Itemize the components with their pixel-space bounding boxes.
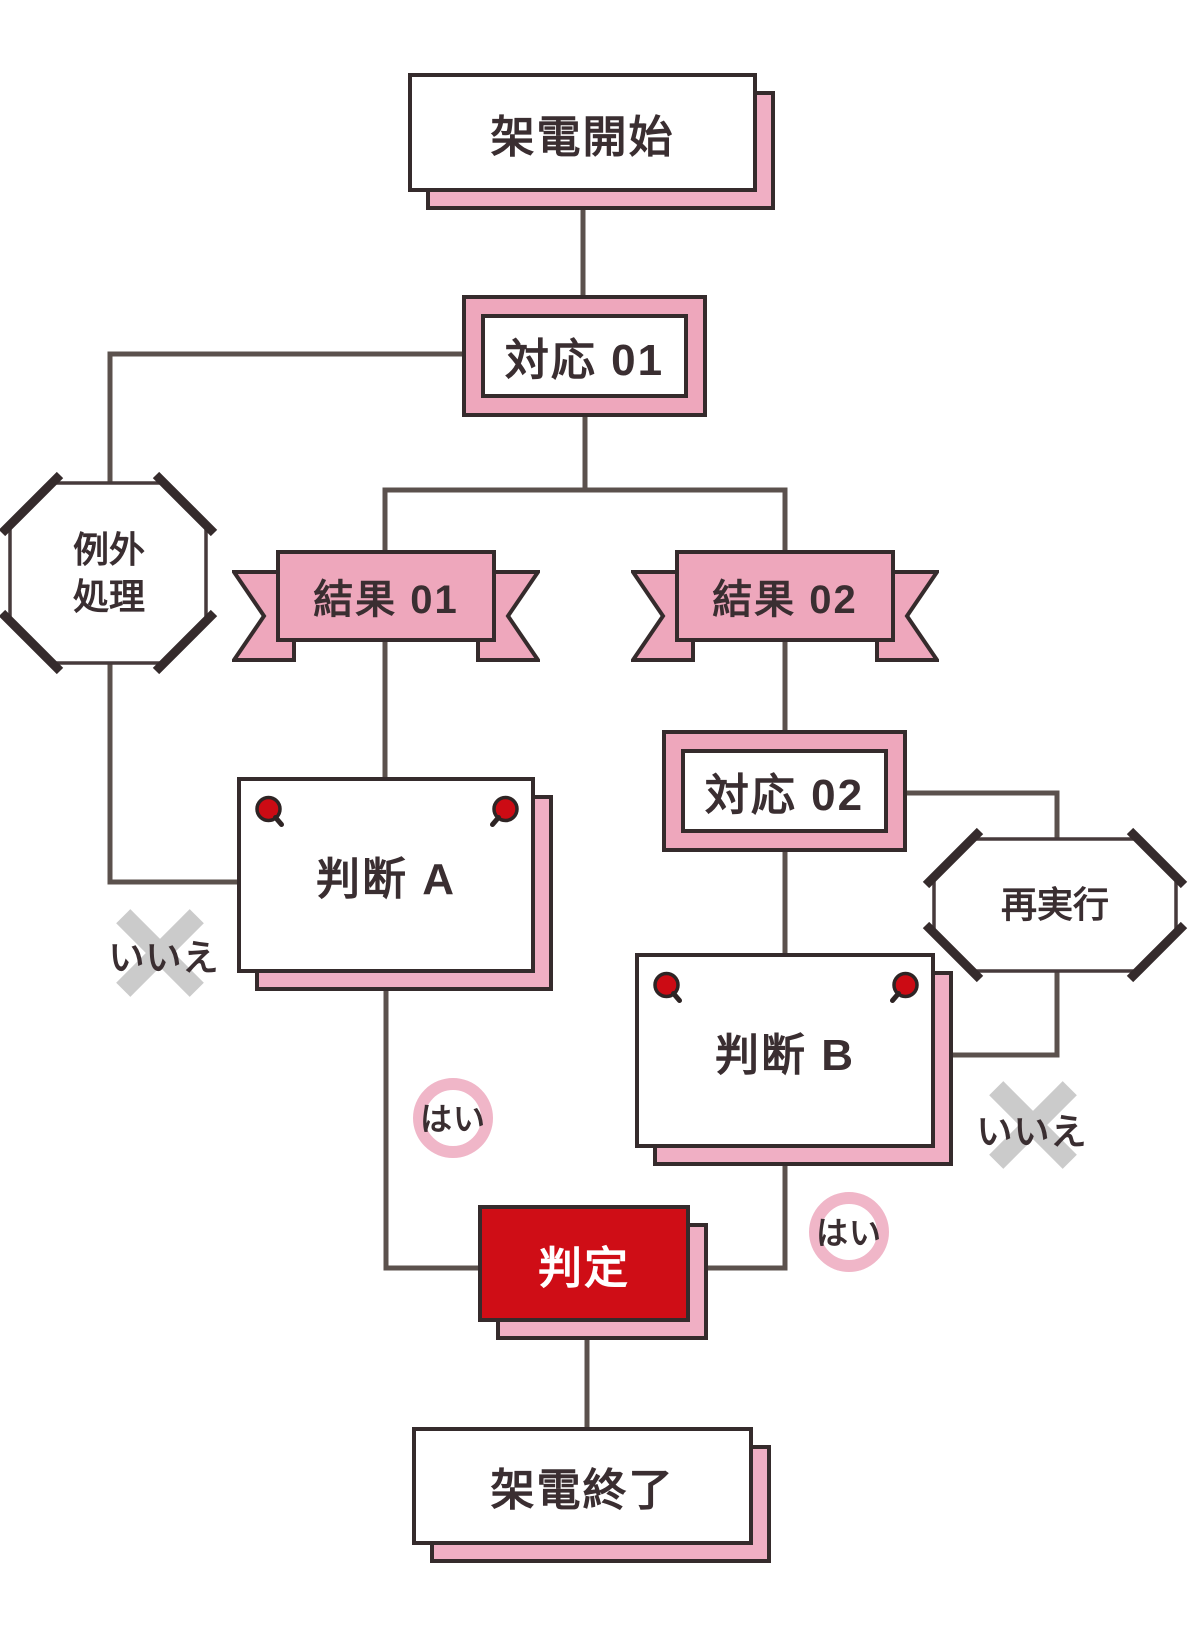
response-01-label: 対応 01 [504,336,665,385]
node-result-02: 結果 02 [631,543,939,665]
ribbon-shape [631,550,939,662]
decision-label: 判定 [538,1243,630,1293]
speech-bubble-icon [255,795,284,827]
speech-bubble-icon [890,971,919,1003]
judgment-b-label: 判断 B [715,1030,855,1080]
edge-badge-yes-b: はい [809,1192,889,1272]
exception-label: 例外 処理 [72,529,145,617]
node-result-01: 結果 01 [232,543,540,665]
node-response-02: 対応 02 [662,730,907,852]
node-exception: 例外 処理 [0,471,218,675]
edge-badge-yes-a: はい [413,1078,493,1158]
retry-label: 再実行 [1000,884,1109,926]
edge-label-no-b: いいえ [976,1111,1088,1152]
node-call-start: 架電開始 [408,73,775,210]
judgment-a-label: 判断 A [316,855,456,904]
node-call-end: 架電終了 [412,1427,771,1563]
node-judgment-b: 判断 B [635,953,953,1166]
call-end-label: 架電終了 [490,1466,675,1515]
node-decision: 判定 [478,1205,708,1340]
result-02-label: 結果 02 [712,578,858,622]
yes-b-label: はい [815,1215,883,1252]
octagon-shape [922,827,1188,983]
response-02-label: 対応 02 [704,771,865,820]
octagon-shape [0,471,218,675]
ribbon-shape [232,550,540,662]
result-01-label: 結果 01 [313,578,459,622]
yes-a-label: はい [419,1101,487,1138]
edge-label-no-a: いいえ [108,937,220,978]
speech-bubble-icon [490,795,519,827]
node-response-01: 対応 01 [462,295,707,417]
node-judgment-a: 判断 A [237,777,553,991]
node-retry: 再実行 [922,827,1188,983]
speech-bubble-icon [653,971,682,1003]
call-start-label: 架電開始 [490,112,675,162]
